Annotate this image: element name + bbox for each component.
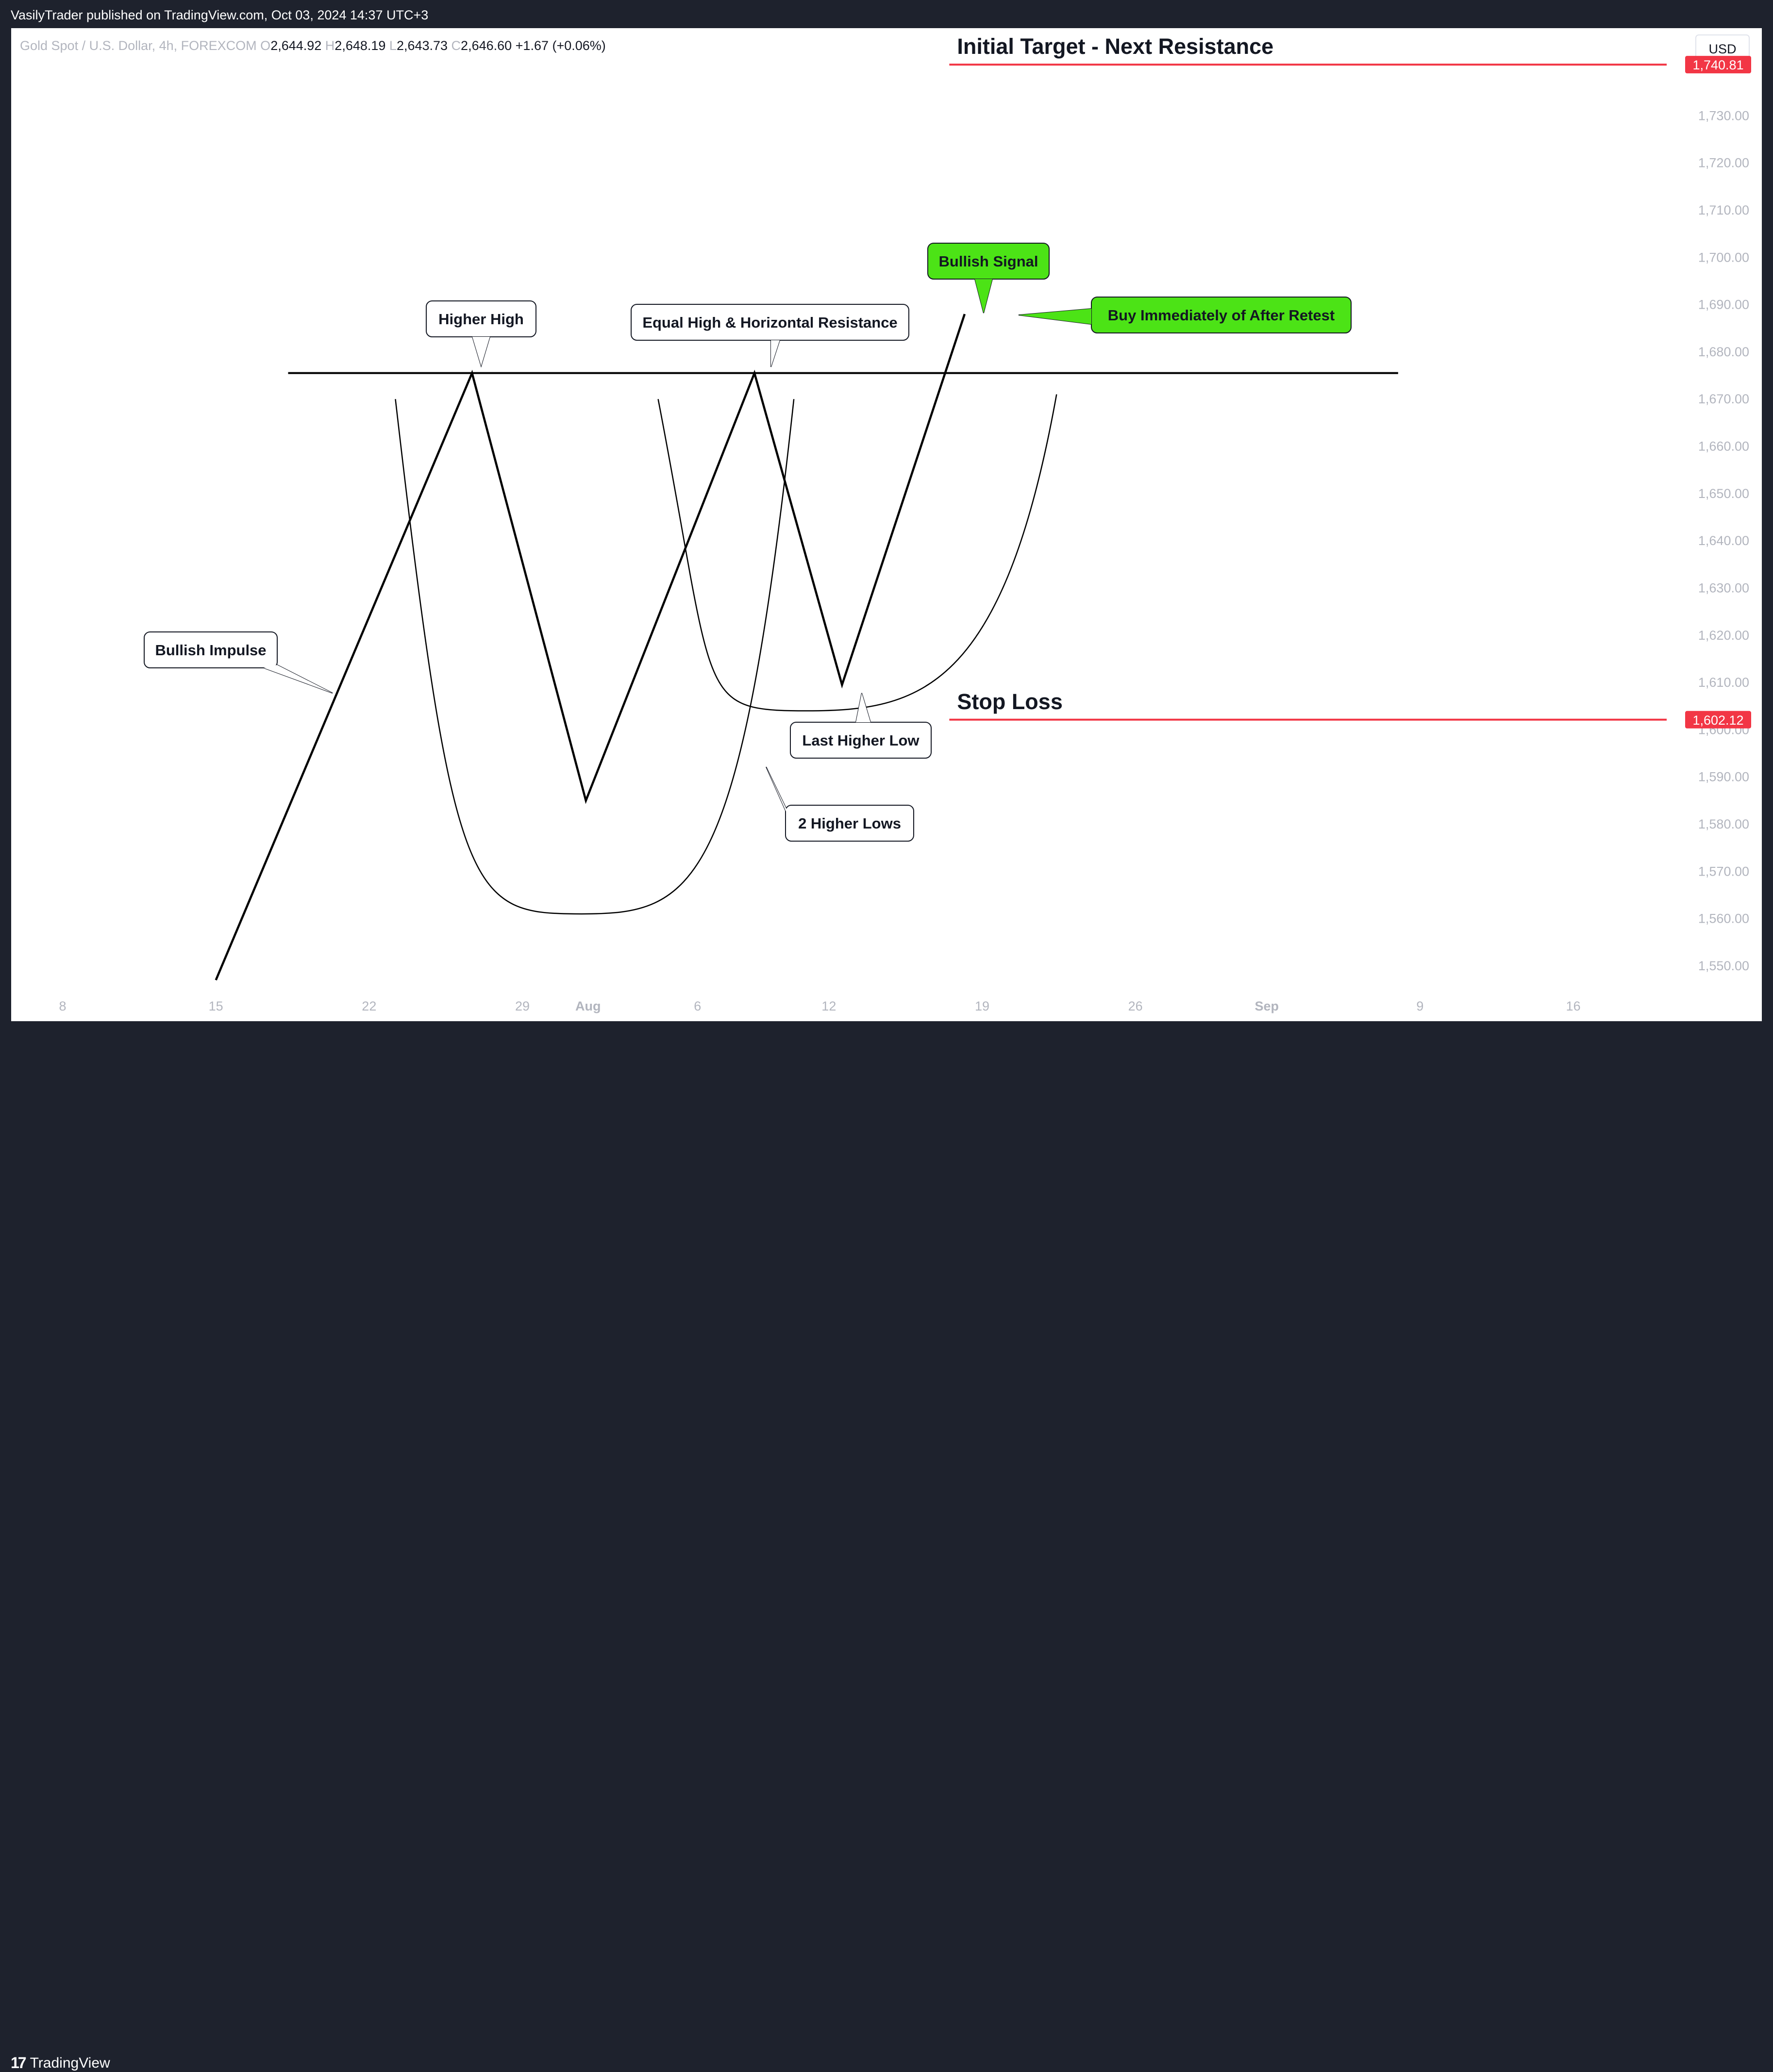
brand-name: TradingView (30, 2055, 110, 2071)
currency-label: USD (1708, 42, 1736, 56)
callout-pointer-fill (472, 337, 490, 366)
y-tick-label: 1,690.00 (1698, 298, 1749, 312)
chart-svg[interactable]: Gold Spot / U.S. Dollar, 4h, FOREXCOM O2… (11, 28, 1762, 1021)
y-tick-label: 1,660.00 (1698, 439, 1749, 454)
y-tick-label: 1,620.00 (1698, 628, 1749, 643)
callout-label: Last Higher Low (802, 732, 920, 749)
pattern-curve[interactable] (657, 394, 1057, 712)
y-tick-label: 1,610.00 (1698, 675, 1749, 690)
callout-label: Bullish Signal (939, 253, 1038, 270)
price-tag-box (1685, 711, 1751, 729)
y-tick-label: 1,700.00 (1698, 250, 1749, 265)
callout-box-fill (791, 723, 930, 757)
y-tick-label: 1,580.00 (1698, 817, 1749, 831)
y-tick-label: 1,720.00 (1698, 156, 1749, 170)
callout-box-fill (786, 806, 913, 840)
footer-bar: 17 TradingView (0, 1021, 1773, 2072)
callout-label: Higher High (438, 311, 524, 328)
symbol-info: Gold Spot / U.S. Dollar, 4h, FOREXCOM O2… (20, 38, 606, 53)
x-tick-label: 15 (209, 999, 223, 1013)
callout-label: 2 Higher Lows (798, 815, 901, 832)
chart-area[interactable]: Gold Spot / U.S. Dollar, 4h, FOREXCOM O2… (11, 28, 1762, 1021)
x-tick-label: 6 (694, 999, 701, 1013)
y-tick-label: 1,550.00 (1698, 959, 1749, 973)
x-tick-label: Aug (575, 999, 601, 1013)
x-tick-label: 29 (515, 999, 530, 1013)
callout-box-fill (1092, 298, 1350, 332)
callout-box-fill (427, 302, 535, 336)
callout-pointer-fill (264, 665, 333, 693)
callout-label: Buy Immediately of After Retest (1108, 307, 1335, 324)
price-path-line[interactable] (215, 314, 966, 981)
x-tick-label: 12 (821, 999, 836, 1013)
y-tick-label: 1,730.00 (1698, 108, 1749, 123)
callout-box-fill (929, 244, 1048, 278)
x-tick-label: 19 (975, 999, 989, 1013)
tradingview-logo-icon: 17 (11, 2054, 27, 2072)
y-tick-label: 1,640.00 (1698, 533, 1749, 548)
publish-info: VasilyTrader published on TradingView.co… (11, 8, 429, 22)
x-tick-label: 9 (1416, 999, 1423, 1013)
callout-pointer-fill (856, 693, 870, 722)
price-tag-label: 1,740.81 (1692, 58, 1743, 72)
callout-pointer-fill (771, 340, 780, 367)
y-tick-label: 1,680.00 (1698, 345, 1749, 359)
pattern-curve[interactable] (395, 399, 795, 915)
y-tick-label: 1,570.00 (1698, 864, 1749, 879)
callout-box-fill (145, 633, 276, 667)
callout-pointer-fill (975, 279, 992, 313)
stop-loss-label: Stop Loss (957, 689, 1063, 714)
price-tag-box (1685, 56, 1751, 74)
x-tick-label: 8 (59, 999, 66, 1013)
tradingview-brand[interactable]: 17 TradingView (11, 2054, 110, 2072)
y-tick-label: 1,590.00 (1698, 770, 1749, 784)
callout-pointer-fill (1019, 309, 1091, 324)
callout-box-fill (632, 305, 908, 339)
price-tag-label: 1,602.12 (1692, 713, 1743, 728)
x-tick-label: 26 (1128, 999, 1143, 1013)
y-tick-label: 1,560.00 (1698, 912, 1749, 926)
x-tick-label: Sep (1254, 999, 1279, 1013)
publish-header: VasilyTrader published on TradingView.co… (0, 0, 1773, 28)
y-tick-label: 1,650.00 (1698, 486, 1749, 501)
y-tick-label: 1,630.00 (1698, 580, 1749, 595)
x-tick-label: 16 (1566, 999, 1581, 1013)
x-tick-label: 22 (362, 999, 376, 1013)
callout-label: Equal High & Horizontal Resistance (642, 314, 897, 331)
y-tick-label: 1,710.00 (1698, 203, 1749, 217)
y-tick-label: 1,670.00 (1698, 392, 1749, 406)
callout-label: Bullish Impulse (155, 642, 266, 659)
target-level-label: Initial Target - Next Resistance (957, 34, 1273, 59)
